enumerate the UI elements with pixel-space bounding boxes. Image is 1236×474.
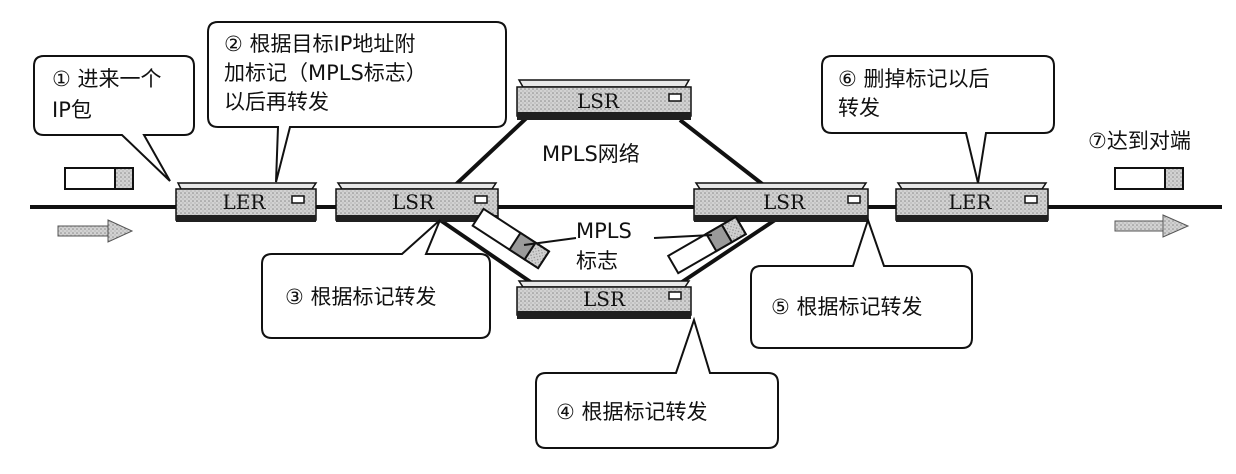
mpls-tag-label-line2: 标志 xyxy=(576,249,618,273)
tag-pointers xyxy=(523,234,713,246)
callout-line: IP包 xyxy=(52,98,92,122)
callout-line: ⑥ 删掉标记以后 xyxy=(838,67,990,91)
callout-2: ② 根据目标IP地址附 加标记（MPLS标志） 以后再转发 xyxy=(207,21,507,183)
callout-line: ② 根据目标IP地址附 xyxy=(224,32,415,56)
router-ler-right: LER xyxy=(895,182,1049,222)
mpls-network-label: MPLS网络 xyxy=(542,142,640,166)
ip-packet-outgoing xyxy=(1114,167,1184,190)
callout-6: ⑥ 删掉标记以后 转发 xyxy=(821,55,1055,184)
arrive-label: ⑦达到对端 xyxy=(1088,129,1191,153)
callout-line: 以后再转发 xyxy=(224,90,329,114)
labeled-packet-right xyxy=(666,215,748,275)
outgoing-arrow-icon xyxy=(1114,214,1190,238)
callout-4: ④ 根据标记转发 xyxy=(535,316,779,449)
callout-line: 转发 xyxy=(838,96,880,120)
callout-line: ④ 根据标记转发 xyxy=(556,400,708,424)
labeled-packet-left xyxy=(471,207,551,270)
callout-line: 加标记（MPLS标志） xyxy=(224,61,427,85)
callout-5: ⑤ 根据标记转发 xyxy=(750,216,973,349)
callout-line: ① 进来一个 xyxy=(52,67,162,91)
router-lsr-right: LSR xyxy=(693,182,869,222)
router-label: LSR xyxy=(392,190,435,214)
router-lsr-top: LSR xyxy=(516,79,692,120)
callout-line: ⑤ 根据标记转发 xyxy=(771,295,923,319)
mpls-tag-label-line1: MPLS xyxy=(576,219,632,243)
incoming-arrow-icon xyxy=(57,219,134,243)
router-label: LER xyxy=(223,190,267,214)
router-label: LSR xyxy=(583,287,626,311)
router-label: LER xyxy=(949,190,993,214)
callout-line: ③ 根据标记转发 xyxy=(285,285,437,309)
ip-packet-incoming xyxy=(64,167,134,190)
router-label: LSR xyxy=(577,89,620,113)
mpls-links xyxy=(438,108,777,287)
router-lsr-bottom: LSR xyxy=(516,280,692,319)
callout-3: ③ 根据标记转发 xyxy=(261,219,491,339)
router-ler-left: LER xyxy=(175,182,318,222)
router-lsr-left: LSR xyxy=(335,182,499,222)
router-label: LSR xyxy=(763,190,806,214)
callout-1: ① 进来一个 IP包 xyxy=(33,55,195,182)
